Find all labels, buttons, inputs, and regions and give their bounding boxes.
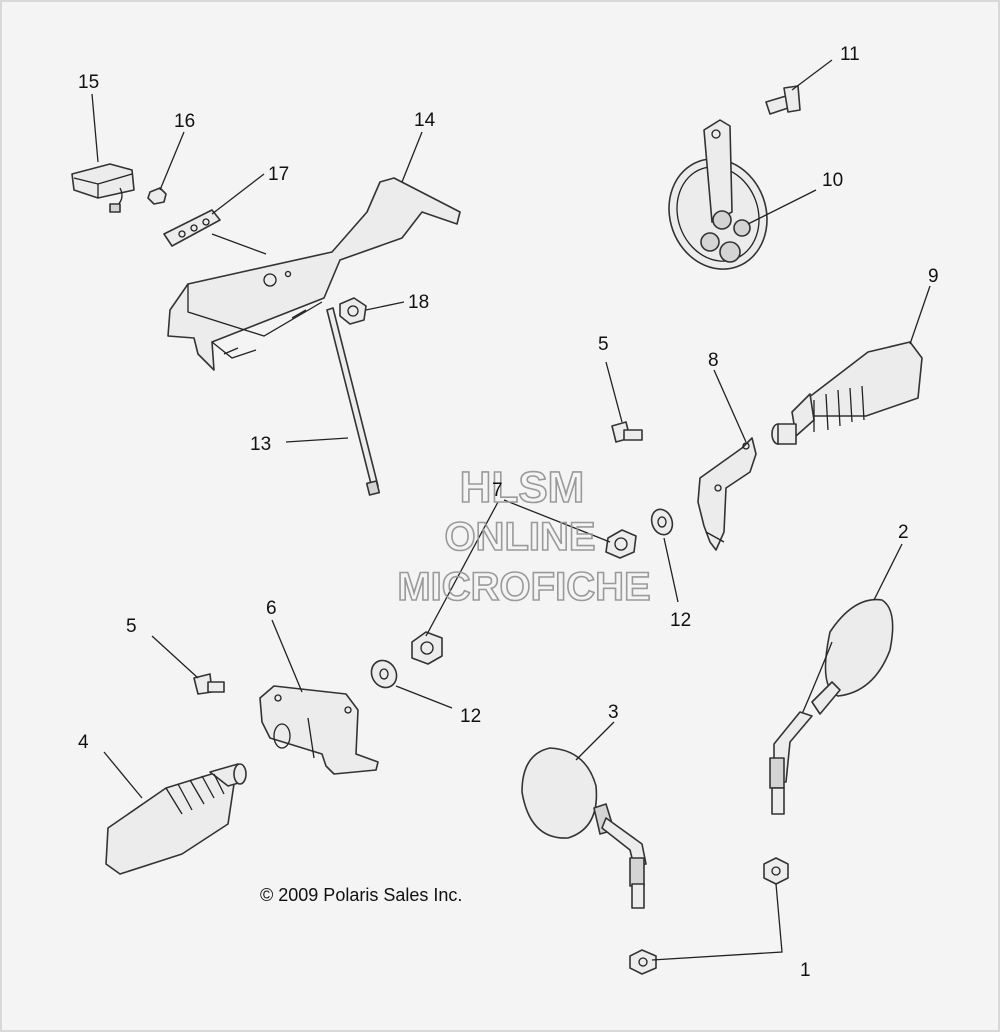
callout-18: 18 <box>408 292 429 313</box>
part-bolt-upper <box>611 421 643 443</box>
part-bolt-lower <box>193 673 225 695</box>
part-nut-1 <box>629 857 789 975</box>
callout-17: 17 <box>268 164 289 185</box>
part-mirror-right <box>769 598 894 815</box>
callout-8: 8 <box>708 350 719 371</box>
callout-3: 3 <box>608 702 619 723</box>
part-screw-11 <box>765 85 801 115</box>
watermark-line3: MICROFICHE <box>397 565 650 609</box>
callout-5-lower: 5 <box>126 616 137 637</box>
copyright-text: © 2009 Polaris Sales Inc. <box>260 885 462 905</box>
callout-5-upper: 5 <box>598 334 609 355</box>
watermark-line2: ONLINE <box>444 515 595 559</box>
callout-1: 1 <box>800 960 811 981</box>
leader-lines <box>91 59 931 961</box>
callout-15: 15 <box>78 72 99 93</box>
part-bracket-left <box>259 685 379 775</box>
callout-2: 2 <box>898 522 909 543</box>
callout-11: 11 <box>840 44 860 65</box>
watermark: HLSM ONLINE MICROFICHE <box>397 462 652 610</box>
callout-16: 16 <box>174 111 195 132</box>
part-plate <box>163 209 221 247</box>
part-long-bolt <box>326 307 381 496</box>
callout-12-lower: 12 <box>460 706 481 727</box>
callout-13: 13 <box>250 434 271 455</box>
part-nut-lower <box>411 631 443 665</box>
part-nut-18 <box>339 297 367 325</box>
part-horn <box>668 119 768 270</box>
callout-9: 9 <box>928 266 939 287</box>
callout-14: 14 <box>414 110 436 131</box>
callout-7: 7 <box>492 480 503 501</box>
callout-numbers: 1 2 3 4 5 5 6 7 8 9 10 11 12 12 13 14 15… <box>78 44 939 981</box>
part-turn-signal-left <box>105 763 247 875</box>
part-nut-upper <box>605 529 637 559</box>
callout-10: 10 <box>822 170 843 191</box>
part-bracket <box>167 177 461 371</box>
watermark-line1: HLSM <box>460 463 585 512</box>
callout-12-upper: 12 <box>670 610 691 631</box>
part-license-light <box>71 163 135 213</box>
part-washer-lower <box>370 659 398 689</box>
part-bracket-right <box>697 437 757 551</box>
part-mirror-left <box>521 747 647 909</box>
part-small-nut <box>147 187 167 205</box>
part-washer-upper <box>650 508 674 536</box>
callout-6: 6 <box>266 598 277 619</box>
callout-4: 4 <box>78 732 89 753</box>
part-turn-signal-right <box>771 341 923 445</box>
